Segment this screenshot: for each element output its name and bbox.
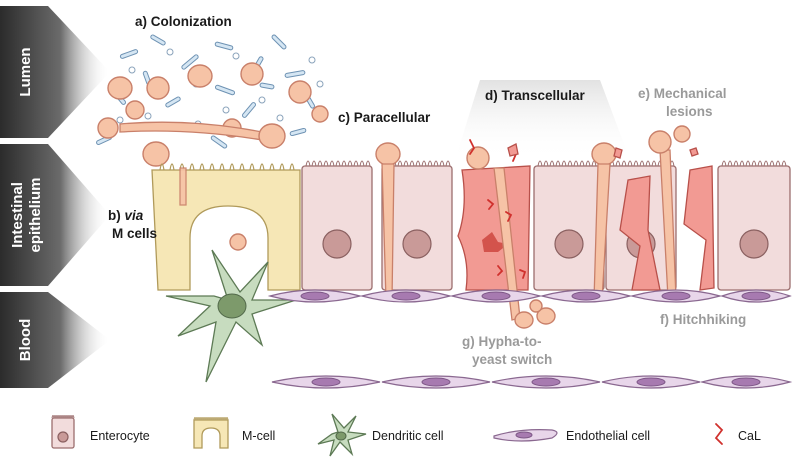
- enterocyte: [533, 160, 605, 291]
- nucleus: [402, 229, 432, 259]
- endothelial-cell: [381, 375, 491, 389]
- nucleus: [322, 229, 352, 259]
- legend-label: Endothelial cell: [566, 429, 650, 443]
- legend-item-enterocyte: Enterocyte: [51, 415, 150, 449]
- label-mechanical-line1: e) Mechanical: [638, 86, 727, 101]
- transcellular-invaded-cell: [457, 139, 556, 329]
- paracellular-hypha: [375, 142, 401, 301]
- label-hypha-to-yeast-line2: yeast switch: [472, 352, 552, 367]
- enterocyte: [381, 160, 453, 291]
- colonizing-fungi: [97, 62, 329, 167]
- label-hitchhiking: f) Hitchhiking: [660, 312, 746, 327]
- endothelial-cell: [539, 289, 633, 303]
- invading-hypha-2: [591, 142, 617, 301]
- legend: Enterocyte M-cell Dendritic cell Endothe…: [51, 413, 761, 457]
- enterocyte-icon: [51, 415, 75, 449]
- endothelial-cell: [271, 375, 381, 389]
- label-transcellular: d) Transcellular: [485, 88, 586, 103]
- endothelial-nucleus: [421, 377, 451, 387]
- lumen-label: Lumen: [17, 47, 34, 96]
- transcellular-highlight: [455, 80, 630, 160]
- nucleus: [554, 229, 584, 259]
- label-mechanical-line2: lesions: [666, 104, 713, 119]
- side-bar-lumen: Lumen: [0, 6, 110, 138]
- endothelial-nucleus: [571, 291, 601, 301]
- m-cell-icon: [193, 417, 229, 449]
- legend-item-m-cell: M-cell: [193, 417, 275, 449]
- legend-label: Dendritic cell: [372, 429, 444, 443]
- endothelial-nucleus: [661, 291, 691, 301]
- legend-label: M-cell: [242, 429, 275, 443]
- dendritic-cell: [165, 249, 297, 383]
- endothelial-cell: [491, 375, 601, 389]
- dendritic-cell-icon: [317, 413, 367, 457]
- enterocyte-row: [301, 160, 791, 291]
- enterocyte: [301, 160, 373, 291]
- label-via-m-cells-line2: M cells: [112, 226, 157, 241]
- endothelial-nucleus: [311, 377, 341, 387]
- legend-label: Enterocyte: [90, 429, 150, 443]
- endothelial-nucleus: [391, 291, 421, 301]
- endothelial-cell-icon: [493, 429, 558, 442]
- enterocyte: [717, 160, 791, 291]
- endothelial-cell: [359, 289, 453, 303]
- nucleus: [739, 229, 769, 259]
- endothelial-cell: [699, 375, 793, 389]
- m-cell: [151, 163, 301, 291]
- label-paracellular: c) Paracellular: [338, 110, 431, 125]
- legend-label: CaL: [738, 429, 761, 443]
- endothelial-nucleus: [531, 377, 561, 387]
- mechanical-lesions: [507, 125, 715, 299]
- endothelial-cell: [449, 289, 543, 303]
- legend-item-endothelial-cell: Endothelial cell: [493, 429, 650, 443]
- endothelial-cell: [629, 289, 723, 303]
- legend-item-cal: CaL: [714, 423, 761, 445]
- label-colonization: a) Colonization: [135, 14, 232, 29]
- candidalysin-icon: [714, 423, 724, 445]
- endothelial-nucleus: [636, 377, 666, 387]
- endothelial-nucleus: [481, 291, 511, 301]
- epithelium-label-line2: epithelium: [27, 177, 44, 252]
- legend-item-dendritic-cell: Dendritic cell: [317, 413, 444, 457]
- endothelial-nucleus: [731, 377, 761, 387]
- side-bar-epithelium: Intestinal epithelium: [0, 144, 110, 286]
- endothelial-nucleus: [741, 291, 771, 301]
- endothelial-cell: [601, 375, 701, 389]
- endothelial-nucleus: [300, 291, 330, 301]
- endothelium: [267, 289, 793, 389]
- endothelial-cell: [720, 289, 792, 303]
- epithelium-label-line1: Intestinal: [9, 182, 26, 248]
- label-via-m-cells-line1: b) via: [108, 208, 144, 223]
- side-bar-blood: Blood: [0, 292, 110, 388]
- label-hypha-to-yeast-line1: g) Hypha-to-: [462, 334, 541, 349]
- blood-label: Blood: [17, 319, 34, 362]
